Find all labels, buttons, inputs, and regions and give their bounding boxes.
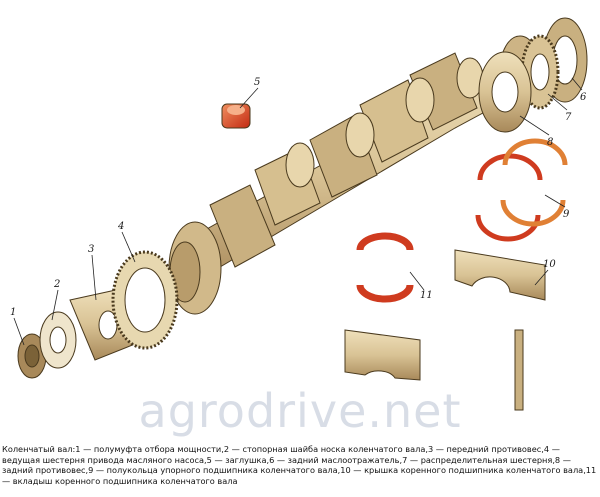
part-4-oil-pump-drive-gear [111, 250, 179, 350]
part-5-plug [221, 103, 251, 129]
part-9-thrust-bearing-half-rings [475, 138, 568, 242]
callout-9: 9 [563, 209, 570, 220]
callout-7: 7 [565, 112, 572, 123]
crankshaft [168, 35, 541, 315]
callout-3: 3 [88, 244, 94, 255]
callout-2: 2 [53, 279, 60, 290]
part-8-rear-counterweight [478, 51, 532, 133]
part-10-main-bearing-cap [454, 249, 546, 411]
crankshaft-exploded-view: 1 2 3 4 5 6 7 8 9 10 11 [10, 17, 588, 411]
callout-6: 6 [580, 92, 587, 103]
callout-labels: 1 2 3 4 5 6 7 8 9 10 11 [10, 77, 587, 318]
callout-5: 5 [254, 77, 260, 88]
callout-4: 4 [117, 221, 124, 232]
part-11-main-bearing-shell [344, 232, 421, 381]
figure-caption: Коленчатый вал:1 — полумуфта отбора мощн… [2, 444, 597, 486]
callout-8: 8 [547, 137, 553, 148]
callout-1: 1 [10, 307, 16, 318]
part-2-crankshaft-nose-lock-washer [39, 311, 77, 369]
callout-10: 10 [543, 259, 556, 270]
callout-11: 11 [420, 290, 433, 301]
leader-lines [13, 77, 583, 346]
